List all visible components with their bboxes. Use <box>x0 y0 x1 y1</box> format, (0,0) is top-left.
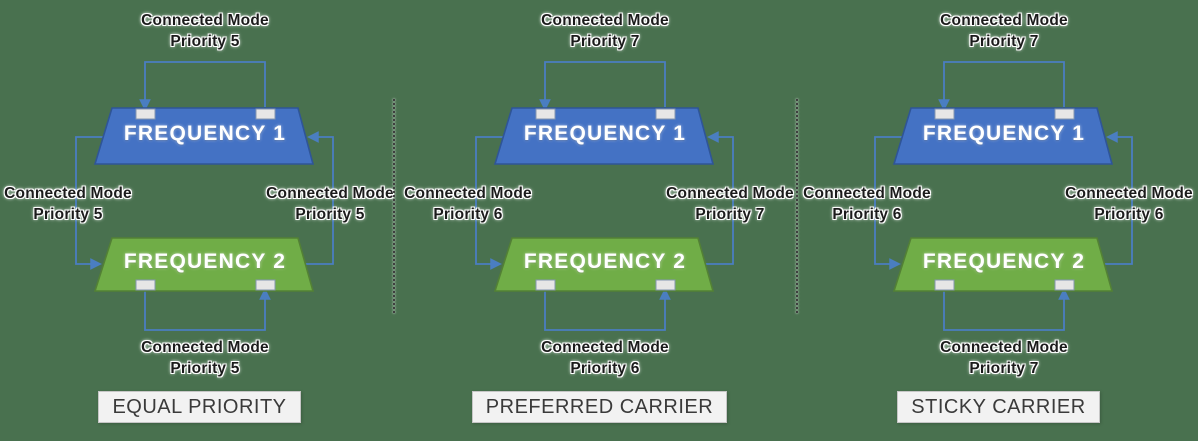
left-priority-label-line2: Priority 6 <box>832 206 902 223</box>
freq2-right-port <box>1054 279 1075 291</box>
freq2-self-reselection-arrow <box>144 288 271 331</box>
caption-sticky-carrier: STICKY CARRIER <box>897 391 1100 423</box>
right-priority-label-line1: Connected Mode <box>266 185 394 202</box>
freq2-left-port <box>934 279 955 291</box>
right-priority-label-line1: Connected Mode <box>1065 185 1193 202</box>
top-priority-label: Connected Mode Priority 7 <box>525 10 685 52</box>
panel-diagram <box>475 61 734 331</box>
freq1-to-freq2-arrow <box>475 136 503 270</box>
caption-preferred-carrier: PREFERRED CARRIER <box>471 391 728 423</box>
freq1-right-port <box>255 108 276 120</box>
frequency-1-label: FREQUENCY 1 <box>123 122 287 145</box>
freq1-left-port <box>135 108 156 120</box>
right-priority-label: Connected Mode Priority 5 <box>259 183 401 225</box>
freq2-to-freq1-arrow <box>1105 131 1133 265</box>
left-priority-label-line2: Priority 5 <box>33 206 103 223</box>
bottom-priority-label: Connected Mode Priority 7 <box>924 337 1084 379</box>
frequency-1-trapezoid <box>93 107 315 165</box>
frequency-1-label: FREQUENCY 1 <box>922 122 1086 145</box>
bottom-priority-label-line2: Priority 7 <box>969 360 1039 377</box>
top-priority-label-line1: Connected Mode <box>940 12 1068 29</box>
top-priority-label-line2: Priority 5 <box>170 33 240 50</box>
panel-sticky-carrier: FREQUENCY 1 FREQUENCY 2 Connected Mode P… <box>799 0 1198 441</box>
left-priority-label-line2: Priority 6 <box>433 206 503 223</box>
right-priority-label-line2: Priority 7 <box>695 206 765 223</box>
panel-preferred-carrier: FREQUENCY 1 FREQUENCY 2 Connected Mode P… <box>400 0 799 441</box>
caption-equal-priority: EQUAL PRIORITY <box>98 391 301 423</box>
freq2-to-freq1-arrow <box>306 131 334 265</box>
freq2-left-port <box>135 279 156 291</box>
frequency-2-label: FREQUENCY 2 <box>523 250 687 273</box>
panel-divider <box>796 99 798 313</box>
freq2-right-port <box>655 279 676 291</box>
right-priority-label: Connected Mode Priority 6 <box>1058 183 1198 225</box>
top-priority-label-line2: Priority 7 <box>969 33 1039 50</box>
freq2-self-reselection-arrow <box>943 288 1070 331</box>
frequency-2-trapezoid <box>493 237 715 292</box>
freq1-to-freq2-arrow <box>874 136 902 270</box>
freq1-self-reselection-arrow <box>139 61 266 111</box>
frequency-2-trapezoid <box>93 237 315 292</box>
bottom-priority-label-line2: Priority 5 <box>170 360 240 377</box>
freq1-right-port <box>1054 108 1075 120</box>
left-priority-label: Connected Mode Priority 5 <box>0 183 139 225</box>
panel-diagram <box>75 61 334 331</box>
caption-row: PREFERRED CARRIER <box>400 391 799 423</box>
caption-row: STICKY CARRIER <box>799 391 1198 423</box>
freq2-right-port <box>255 279 276 291</box>
freq2-left-port <box>535 279 556 291</box>
top-priority-label-line1: Connected Mode <box>541 12 669 29</box>
bottom-priority-label: Connected Mode Priority 5 <box>125 337 285 379</box>
top-priority-label-line1: Connected Mode <box>141 12 269 29</box>
left-priority-label: Connected Mode Priority 6 <box>397 183 539 225</box>
right-priority-label: Connected Mode Priority 7 <box>659 183 801 225</box>
freq1-right-port <box>655 108 676 120</box>
freq2-self-reselection-arrow <box>544 288 671 331</box>
freq1-self-reselection-arrow <box>539 61 666 111</box>
top-priority-label: Connected Mode Priority 5 <box>125 10 285 52</box>
freq1-left-port <box>535 108 556 120</box>
frequency-1-trapezoid <box>493 107 715 165</box>
left-priority-label-line1: Connected Mode <box>404 185 532 202</box>
frequency-2-label: FREQUENCY 2 <box>123 250 287 273</box>
frequency-1-trapezoid <box>892 107 1114 165</box>
frequency-2-trapezoid <box>892 237 1114 292</box>
bottom-priority-label-line1: Connected Mode <box>541 339 669 356</box>
panel-equal-priority: FREQUENCY 1 FREQUENCY 2 Connected Mode P… <box>0 0 399 441</box>
right-priority-label-line1: Connected Mode <box>666 185 794 202</box>
top-priority-label-line2: Priority 7 <box>570 33 640 50</box>
freq1-left-port <box>934 108 955 120</box>
left-priority-label-line1: Connected Mode <box>803 185 931 202</box>
bottom-priority-label-line1: Connected Mode <box>940 339 1068 356</box>
bottom-priority-label: Connected Mode Priority 6 <box>525 337 685 379</box>
caption-row: EQUAL PRIORITY <box>0 391 399 423</box>
panel-divider <box>393 99 395 313</box>
frequency-2-label: FREQUENCY 2 <box>922 250 1086 273</box>
bottom-priority-label-line2: Priority 6 <box>570 360 640 377</box>
right-priority-label-line2: Priority 5 <box>295 206 365 223</box>
freq1-to-freq2-arrow <box>75 136 103 270</box>
panel-diagram <box>874 61 1133 331</box>
freq1-self-reselection-arrow <box>938 61 1065 111</box>
frequency-1-label: FREQUENCY 1 <box>523 122 687 145</box>
bottom-priority-label-line1: Connected Mode <box>141 339 269 356</box>
left-priority-label: Connected Mode Priority 6 <box>796 183 938 225</box>
left-priority-label-line1: Connected Mode <box>4 185 132 202</box>
top-priority-label: Connected Mode Priority 7 <box>924 10 1084 52</box>
freq2-to-freq1-arrow <box>706 131 734 265</box>
right-priority-label-line2: Priority 6 <box>1094 206 1164 223</box>
